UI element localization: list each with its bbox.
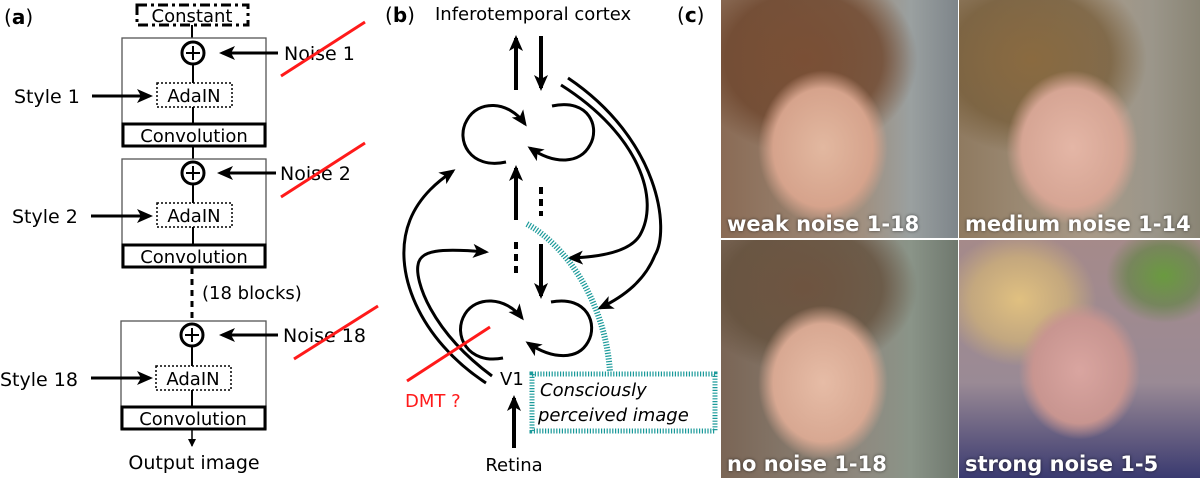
recurrent-loop-lower-left [459, 299, 524, 361]
caption-weak-noise: weak noise 1-18 [727, 212, 920, 236]
panel-a: (a) Constant Noise 1 AdaIN Style 1 Convo… [0, 3, 379, 474]
retina-label: Retina [485, 455, 542, 476]
feedback-arc-right-outer [567, 76, 663, 310]
perceived-image-box [529, 371, 718, 434]
caption-no-noise: no noise 1-18 [727, 452, 887, 476]
strike-noise-2 [280, 141, 366, 199]
perceived-line-1: Consciously [540, 380, 647, 401]
style-18-label: Style 18 [0, 369, 78, 391]
photo-weak-noise: weak noise 1-18 [721, 0, 958, 238]
adain-box [156, 202, 233, 228]
photo-no-noise: no noise 1-18 [721, 240, 958, 478]
dmt-label: DMT ? [405, 391, 461, 412]
perceived-line-2: perceived image [537, 405, 689, 426]
noise-18-label: Noise 18 [283, 325, 366, 347]
convolution-box [121, 243, 267, 269]
v1-label: V1 [500, 369, 524, 390]
constant-box [135, 3, 250, 27]
strike-noise-18 [293, 304, 379, 361]
adain-box [156, 82, 233, 108]
blocks-note: (18 blocks) [202, 283, 302, 304]
photo-strong-noise: strong noise 1-5 [959, 240, 1200, 478]
panel-c-label: (c) [677, 3, 704, 27]
adain-box [155, 365, 232, 391]
photo-medium-noise: medium noise 1-14 [959, 0, 1200, 238]
noise-1-label: Noise 1 [284, 43, 355, 65]
inferotemporal-label: Inferotemporal cortex [435, 4, 632, 25]
convolution-label: Convolution [139, 409, 247, 430]
strike-noise-1 [280, 20, 366, 78]
dmt-strike [406, 325, 491, 383]
block-1: Noise 1 AdaIN Style 1 Convolution [14, 20, 366, 148]
style-1-label: Style 1 [14, 86, 80, 108]
feedback-arc-right-inner [560, 83, 649, 265]
convolution-label: Convolution [140, 126, 248, 147]
panel-b: (b) Inferotemporal cortex DMT ? V1 Retin… [385, 3, 718, 476]
convolution-label: Convolution [140, 247, 248, 268]
block-18: Noise 18 AdaIN Style 18 Convolution [0, 304, 379, 431]
recurrent-loop-lower-right [525, 299, 594, 358]
constant-label: Constant [152, 6, 233, 27]
caption-medium-noise: medium noise 1-14 [965, 212, 1191, 236]
adain-label: AdaIN [166, 369, 219, 390]
panel-b-label: (b) [385, 3, 415, 27]
panel-a-label: (a) [4, 5, 33, 29]
block-2: Noise 2 AdaIN Style 2 Convolution [12, 141, 366, 269]
recurrent-loop-upper-left [461, 104, 527, 165]
adain-label: AdaIN [167, 86, 220, 107]
style-2-label: Style 2 [12, 206, 78, 228]
recurrent-loop-upper-right [527, 103, 596, 162]
feedforward-arc-left-inner [416, 243, 493, 378]
caption-strong-noise: strong noise 1-5 [965, 452, 1159, 476]
convolution-box [120, 405, 267, 431]
feedforward-arc-left-outer [402, 169, 487, 385]
output-label: Output image [128, 452, 259, 474]
adain-label: AdaIN [167, 206, 220, 227]
